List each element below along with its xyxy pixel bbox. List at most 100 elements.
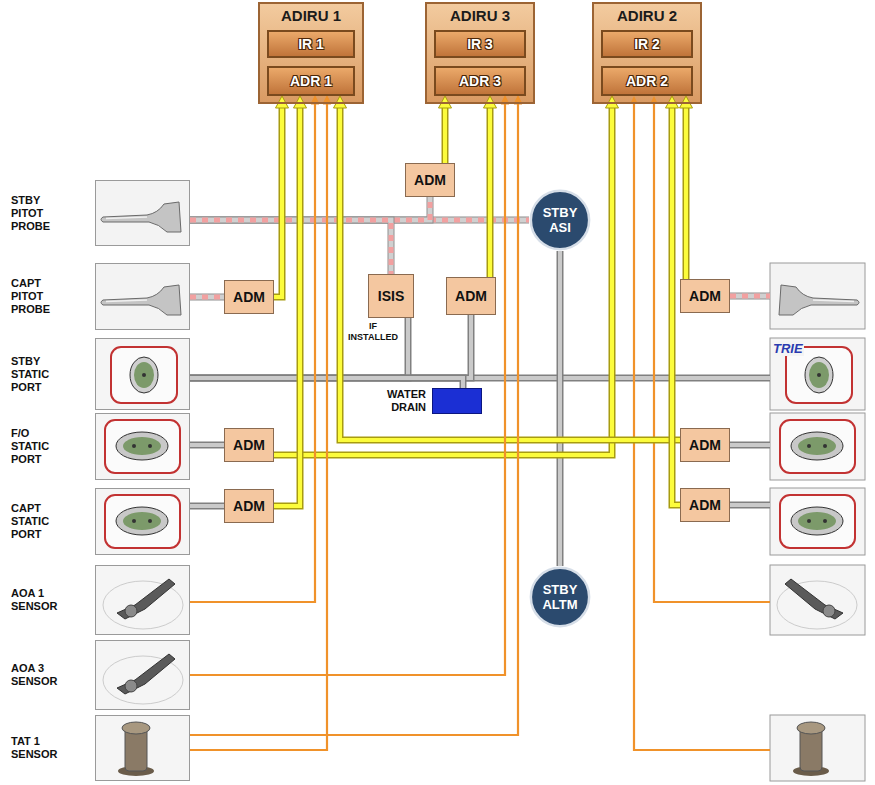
module-label: IR 3 — [467, 36, 493, 52]
vane-photo — [95, 565, 190, 635]
photo-frame — [770, 338, 865, 410]
grey-connector — [190, 445, 224, 446]
sensor-photo: CAPT STATIC PORT — [95, 488, 190, 555]
module-box: IR 3 — [434, 30, 526, 58]
sensor-photo: F/O STATIC PORT — [95, 413, 190, 480]
arrow-head — [666, 96, 679, 108]
wire-stroke — [190, 295, 224, 300]
box-label: ADM — [233, 498, 265, 514]
wire-stroke — [190, 503, 224, 510]
arrow-head — [484, 96, 497, 108]
port-photo — [95, 413, 190, 480]
wire-stroke — [190, 220, 391, 274]
box-label: ADM — [689, 437, 721, 453]
adiru-unit: ADIRU 1 IR 1 ADR 1 — [258, 2, 364, 104]
sensor-photo: STBY STATIC PORT — [95, 338, 190, 410]
orange-connector — [190, 96, 522, 735]
arrow-head — [680, 96, 693, 108]
port-photo — [95, 488, 190, 555]
yellow-connector — [680, 96, 693, 279]
signal-wire — [630, 96, 770, 750]
wire-stroke — [190, 220, 391, 274]
module-box: ADR 1 — [267, 66, 355, 96]
grey-connector — [190, 506, 224, 507]
wire-stroke — [274, 106, 300, 506]
wire-stroke — [274, 106, 282, 297]
wire-stroke — [684, 106, 688, 279]
water-drain: WATER DRAIN — [432, 388, 482, 414]
wire-stroke — [190, 102, 518, 735]
vane-photo — [95, 640, 190, 710]
pitot-connector — [190, 297, 224, 298]
wire-stroke — [190, 442, 224, 449]
arrow-head — [606, 96, 619, 108]
wire-stroke — [190, 315, 471, 378]
photo-frame — [770, 488, 865, 555]
box-label: ADM — [233, 289, 265, 305]
sensor-label: CAPT STATIC PORT — [11, 502, 69, 541]
orange-connector — [190, 96, 331, 750]
wire-stroke — [190, 315, 471, 378]
module-box: ADR 3 — [434, 66, 526, 96]
module-label: ADR 2 — [626, 73, 668, 89]
sensor-photo: AOA 3 SENSOR — [95, 640, 190, 710]
standby-indicator: STBY ASI — [529, 189, 591, 251]
wire-stroke — [190, 443, 224, 447]
yellow-connector — [439, 96, 452, 163]
wire-stroke — [190, 295, 224, 300]
arrow-head — [276, 96, 289, 108]
label-holder: TRIE — [772, 341, 804, 356]
yellow-connector — [274, 96, 289, 297]
adm-box: ADM — [680, 488, 730, 522]
box-label: ADM — [414, 172, 446, 188]
sensor-label: AOA 3 SENSOR — [11, 662, 69, 688]
photo-frame — [770, 715, 865, 781]
unit-title: ADIRU 3 — [427, 7, 533, 25]
wire-stroke — [274, 106, 612, 455]
sensor-photo: TAT 1 SENSOR — [95, 715, 190, 781]
wire-stroke — [190, 102, 505, 675]
wire-stroke — [274, 106, 612, 455]
wire-stroke — [487, 106, 494, 277]
module-label: ADR 3 — [459, 73, 501, 89]
note-text: IF INSTALLED — [344, 321, 402, 343]
probe-photo — [770, 263, 865, 329]
photo-frame — [770, 565, 865, 635]
wire-stroke — [190, 102, 327, 750]
adm-box: ADM — [224, 280, 274, 314]
wire-stroke — [442, 106, 449, 163]
port-photo — [95, 338, 190, 410]
indicator-label: STBY ASI — [537, 205, 583, 235]
unit-fill — [425, 2, 535, 104]
wire-stroke — [683, 106, 690, 279]
tat-photo — [770, 715, 865, 781]
unit-title: ADIRU 1 — [260, 7, 362, 25]
label-holder: IF INSTALLED — [344, 321, 402, 343]
yellow-connector — [274, 96, 307, 506]
module-label: IR 2 — [634, 36, 660, 52]
wire-stroke — [488, 106, 492, 277]
module-box: IR 1 — [267, 30, 355, 58]
adm-box: ADM — [680, 428, 730, 462]
box-label: ADM — [455, 288, 487, 304]
unit-fill — [258, 2, 364, 104]
sensor-label: F/O STATIC PORT — [11, 427, 69, 466]
wire-stroke — [274, 106, 282, 297]
module-label: IR 1 — [298, 36, 324, 52]
wire-stroke — [190, 504, 224, 508]
orange-connector — [190, 96, 319, 602]
box-label: ADM — [689, 288, 721, 304]
sensor-label: STBY PITOT PROBE — [11, 194, 69, 233]
wire-stroke — [274, 106, 300, 506]
adm-box: ADM — [446, 277, 496, 315]
indicator-label: STBY ALTM — [537, 582, 583, 612]
wire-stroke — [190, 220, 391, 274]
module-box: ADR 2 — [601, 66, 693, 96]
box-label: ISIS — [378, 288, 404, 304]
unit-fill — [592, 2, 702, 104]
box-label: ADM — [689, 497, 721, 513]
grey-connector — [560, 251, 561, 566]
tat-photo — [95, 715, 190, 781]
